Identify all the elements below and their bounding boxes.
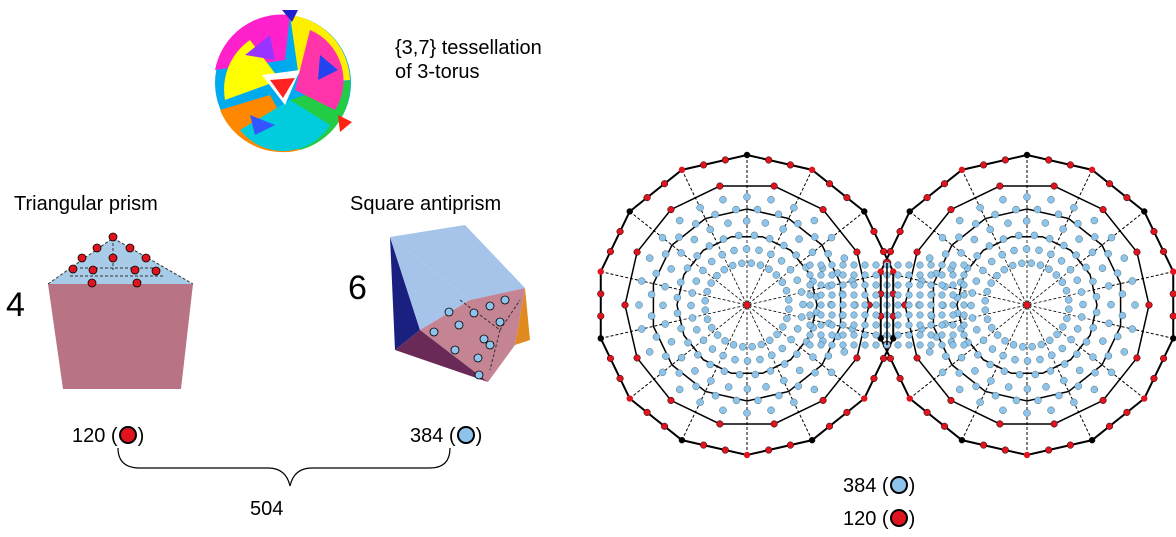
right-blue-tally: 384 () xyxy=(843,475,916,497)
antiprism-label: Square antiprism xyxy=(350,193,502,215)
red-dot-icon xyxy=(118,426,137,444)
red-tally: 120 () xyxy=(72,425,145,447)
square-antiprism-image xyxy=(390,225,530,382)
blue-dot-icon xyxy=(889,476,908,494)
blue-tally: 384 () xyxy=(410,425,483,447)
red-dot-icon xyxy=(889,509,908,527)
sum-total: 504 xyxy=(250,498,284,520)
sum-brace xyxy=(117,447,451,487)
prism-label: Triangular prism xyxy=(14,193,158,215)
antiprism-count: 6 xyxy=(348,269,367,307)
triangular-prism-image xyxy=(47,232,194,389)
caption-line-1: {3,7} tessellation xyxy=(395,37,542,59)
right-red-tally: 120 () xyxy=(843,508,916,530)
blue-dot-icon xyxy=(456,426,475,444)
double-tessellation-graph xyxy=(597,151,1176,459)
torus-tessellation-image xyxy=(215,10,352,153)
caption-line-2: of 3-torus xyxy=(395,61,480,83)
prism-count: 4 xyxy=(6,286,25,324)
